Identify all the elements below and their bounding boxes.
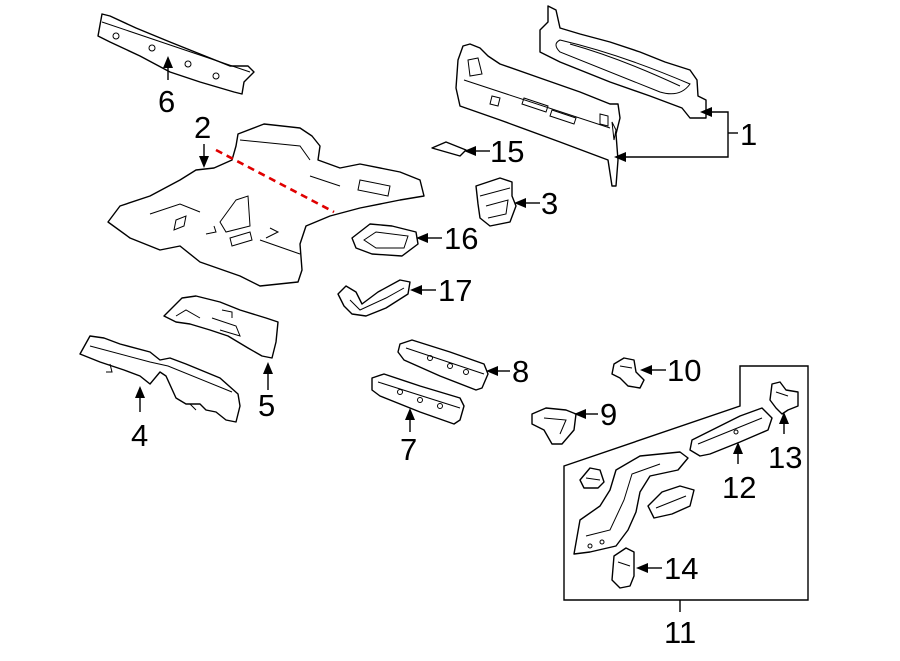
part-14-bracket	[611, 547, 635, 589]
callout-label-15: 15	[490, 134, 524, 169]
part-16-pan	[351, 223, 419, 257]
callout-12-leader	[733, 442, 743, 464]
callout-label-11: 11	[664, 615, 696, 650]
callout-label-14: 14	[664, 551, 698, 586]
part-5-reinforcement	[163, 295, 279, 359]
part-11-small-bracket	[579, 467, 605, 489]
callout-label-10: 10	[667, 353, 701, 388]
part-9-bracket	[531, 407, 577, 445]
callout-13-leader	[779, 412, 789, 434]
callout-label-9: 9	[600, 397, 617, 432]
callout-8-leader	[486, 366, 510, 376]
part-11-reinforcement	[647, 485, 695, 519]
callout-label-8: 8	[512, 354, 529, 389]
callout-10-leader	[640, 365, 666, 375]
callout-15-leader	[464, 146, 490, 156]
part-12-rail	[689, 407, 773, 457]
callout-17-leader	[410, 285, 436, 295]
part-4-crossmember	[79, 335, 241, 423]
callout-label-7: 7	[400, 432, 417, 467]
part-7-rail	[371, 373, 465, 425]
callout-2-leader	[199, 144, 209, 168]
callout-label-16: 16	[444, 221, 478, 256]
callout-label-12: 12	[722, 470, 756, 505]
callout-4-leader	[135, 386, 145, 412]
callout-label-3: 3	[541, 186, 558, 221]
callout-6-leader	[163, 56, 173, 80]
callout-label-2: 2	[194, 110, 211, 145]
part-10-clip	[611, 357, 645, 389]
callout-3-leader	[514, 198, 540, 208]
part-11-side-rail	[573, 451, 689, 555]
callout-14-leader	[636, 563, 662, 573]
callout-label-17: 17	[438, 273, 472, 308]
part-13-bracket	[769, 381, 799, 415]
part-8-rail	[397, 339, 489, 391]
callout-label-13: 13	[768, 440, 802, 475]
callout-label-6: 6	[158, 84, 175, 119]
part-3-bracket	[475, 177, 517, 227]
callout-label-4: 4	[131, 418, 148, 453]
part-15-plate	[431, 141, 467, 157]
callout-1-leader	[614, 107, 738, 162]
callout-5-leader	[263, 362, 273, 390]
part-11-group-box	[563, 365, 809, 601]
part-17-bracket	[337, 279, 411, 317]
callout-16-leader	[416, 233, 442, 243]
part-2-floor-pan	[107, 123, 425, 287]
callout-label-1: 1	[740, 117, 757, 152]
section-cut-line	[215, 148, 335, 214]
callout-label-5: 5	[258, 388, 275, 423]
callout-7-leader	[405, 408, 415, 432]
part-6-rail	[97, 13, 255, 95]
callout-9-leader	[574, 409, 598, 419]
part-1-rear-panel	[455, 5, 707, 187]
